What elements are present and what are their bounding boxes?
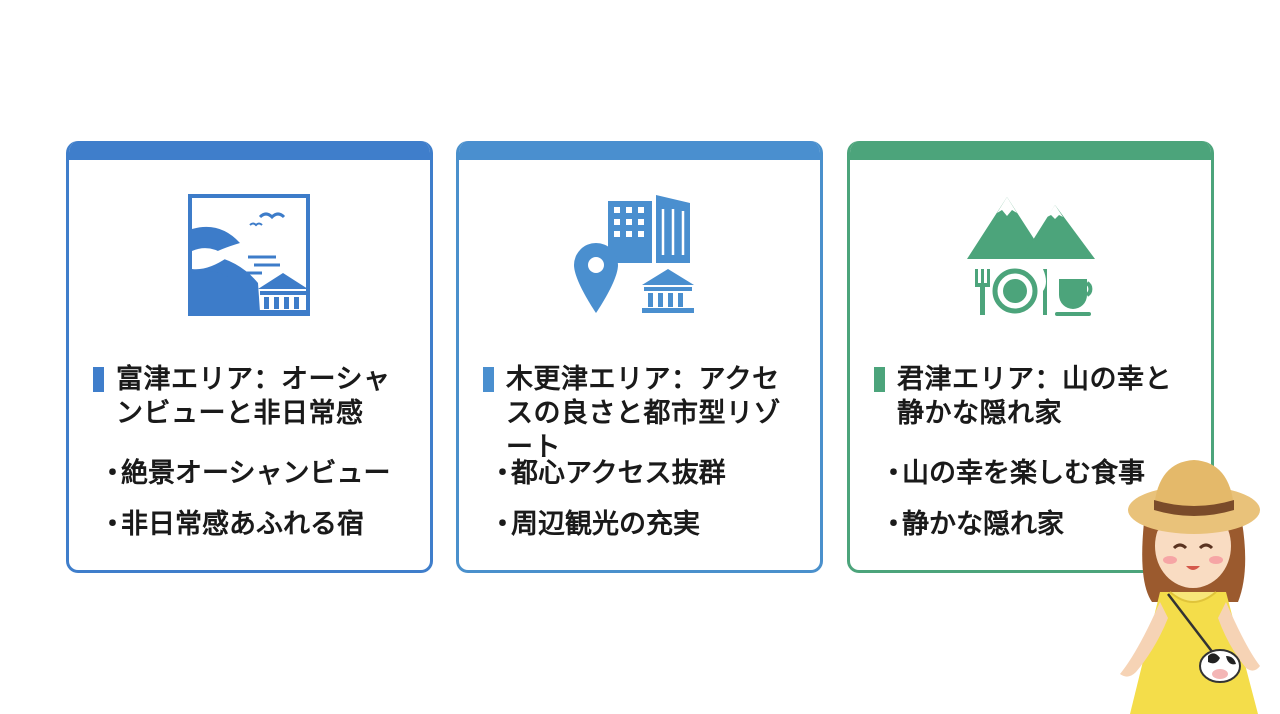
title-marker bbox=[874, 367, 885, 392]
feature-list: ・絶景オーシャンビュー ・非日常感あふれる宿 bbox=[99, 457, 420, 559]
card-title-row: 君津エリア：山の幸と静かな隠れ家 bbox=[874, 363, 1189, 431]
list-item: ・山の幸を楽しむ食事 bbox=[880, 458, 1145, 489]
area-card-kisarazu: 木更津エリア：アクセスの良さと都市型リゾート ・都心アクセス抜群 ・周辺観光の充… bbox=[456, 141, 823, 573]
list-item: ・絶景オーシャンビュー bbox=[99, 458, 391, 489]
list-item: ・都心アクセス抜群 bbox=[489, 458, 726, 489]
card-header-bar bbox=[69, 141, 430, 160]
card-header-bar bbox=[850, 141, 1211, 160]
card-title-row: 富津エリア：オーシャンビューと非日常感 bbox=[93, 363, 408, 431]
list-item: ・非日常感あふれる宿 bbox=[99, 509, 364, 540]
feature-list: ・山の幸を楽しむ食事 ・静かな隠れ家 bbox=[880, 457, 1201, 559]
area-card-futtsu: 富津エリア：オーシャンビューと非日常感 ・絶景オーシャンビュー ・非日常感あふれ… bbox=[66, 141, 433, 573]
feature-list: ・都心アクセス抜群 ・周辺観光の充実 bbox=[489, 457, 810, 559]
card-title: 木更津エリア：アクセスの良さと都市型リゾート bbox=[506, 364, 781, 463]
list-item: ・周辺観光の充実 bbox=[489, 509, 700, 540]
title-marker bbox=[483, 367, 494, 392]
mountain-dining-icon bbox=[966, 197, 1095, 316]
list-item: ・静かな隠れ家 bbox=[880, 509, 1064, 540]
card-title-row: 木更津エリア：アクセスの良さと都市型リゾート bbox=[483, 363, 798, 465]
girl-with-straw-hat-illustration bbox=[1120, 460, 1260, 714]
card-title: 君津エリア：山の幸と静かな隠れ家 bbox=[897, 364, 1172, 429]
city-building-location-icon bbox=[573, 195, 694, 313]
title-marker bbox=[93, 367, 104, 392]
ocean-view-hotel-icon bbox=[187, 194, 310, 316]
card-header-bar bbox=[459, 141, 820, 160]
card-title: 富津エリア：オーシャンビューと非日常感 bbox=[116, 364, 391, 429]
